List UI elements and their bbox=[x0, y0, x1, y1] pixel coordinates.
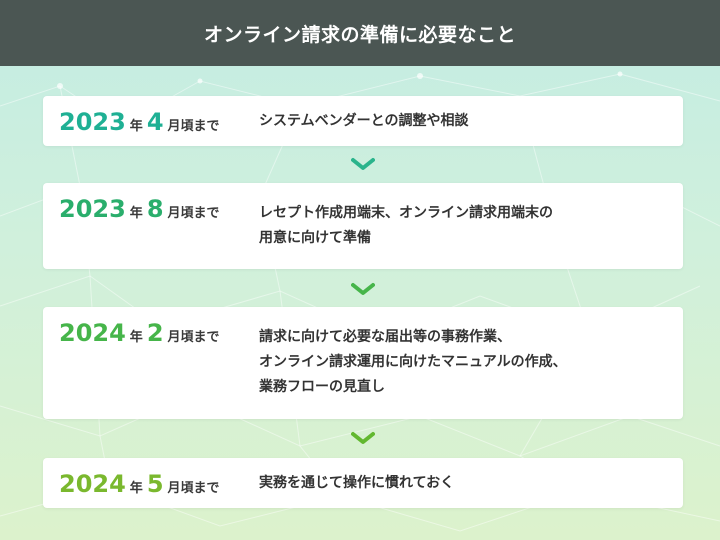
step-year: 2023 bbox=[59, 108, 126, 136]
step-month: 4 bbox=[146, 108, 164, 136]
chevron-down-icon bbox=[351, 432, 375, 444]
step-description: 請求に向けて必要な届出等の事務作業、 オンライン請求運用に向けたマニュアルの作成… bbox=[259, 329, 567, 395]
step-description: 実務を通じて操作に慣れておく bbox=[259, 475, 455, 491]
step-month: 2 bbox=[146, 319, 164, 347]
step-year: 2024 bbox=[59, 319, 126, 347]
step-description: レセプト作成用端末、オンライン請求用端末の 用意に向けて準備 bbox=[259, 205, 553, 246]
step-description: システムベンダーとの調整や相談 bbox=[259, 113, 469, 129]
step-year: 2024 bbox=[59, 470, 126, 498]
step-year: 2023 bbox=[59, 195, 126, 223]
chevron-down-icon bbox=[351, 158, 375, 170]
chevron-down-icon bbox=[351, 283, 375, 295]
step-month: 8 bbox=[146, 195, 164, 223]
page-title: オンライン請求の準備に必要なこと bbox=[0, 0, 720, 66]
step-month: 5 bbox=[146, 470, 164, 498]
